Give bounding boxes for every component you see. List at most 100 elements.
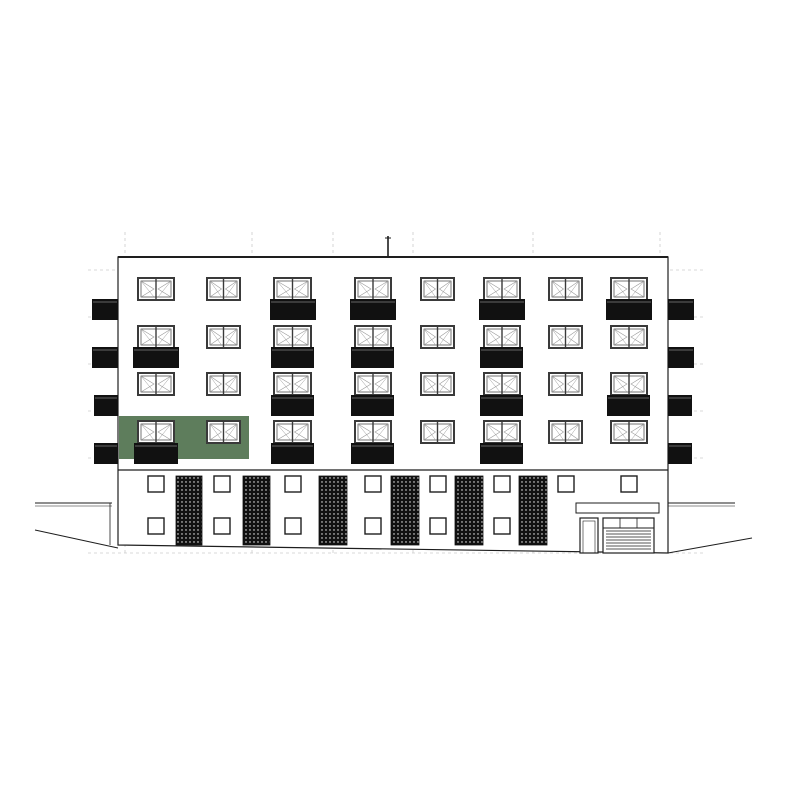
ground-window bbox=[364, 517, 382, 535]
balcony bbox=[134, 443, 178, 464]
ground-window bbox=[284, 517, 302, 535]
window bbox=[206, 325, 241, 349]
window-opening-hatch bbox=[613, 328, 628, 346]
window-opening-hatch bbox=[157, 375, 172, 393]
balcony bbox=[350, 299, 396, 320]
window-opening-hatch bbox=[224, 328, 238, 346]
window-opening-hatch bbox=[486, 375, 501, 393]
window-opening-hatch bbox=[140, 423, 155, 441]
window-opening-hatch bbox=[224, 375, 238, 393]
window-opening-hatch bbox=[503, 280, 518, 298]
window-opening-hatch bbox=[294, 375, 309, 393]
window bbox=[273, 325, 312, 349]
ground-window bbox=[213, 475, 231, 493]
window-opening-hatch bbox=[225, 423, 238, 441]
window-opening-hatch bbox=[157, 423, 172, 441]
window-opening-hatch bbox=[374, 375, 389, 393]
side-balcony-panel bbox=[92, 299, 118, 320]
balconies-layer bbox=[92, 299, 694, 464]
window bbox=[354, 277, 392, 301]
window-opening-hatch bbox=[357, 280, 372, 298]
window-opening-hatch bbox=[224, 280, 238, 298]
window-opening-hatch bbox=[439, 423, 452, 441]
perforated-panel bbox=[242, 475, 271, 546]
garage-canopy bbox=[575, 502, 660, 514]
window-opening-hatch bbox=[438, 375, 452, 393]
ground-window bbox=[429, 475, 447, 493]
window-opening-hatch bbox=[140, 328, 155, 346]
ground-window bbox=[364, 475, 382, 493]
window-opening-hatch bbox=[567, 280, 580, 298]
window bbox=[483, 277, 521, 301]
window-opening-hatch bbox=[276, 328, 292, 346]
entrance-door-leaf bbox=[582, 520, 596, 554]
balcony-panel bbox=[607, 395, 650, 416]
side-balcony bbox=[668, 395, 692, 416]
balcony-panel bbox=[350, 299, 396, 320]
side-balcony-panel bbox=[668, 395, 692, 416]
window bbox=[273, 372, 312, 396]
side-balcony-panel bbox=[92, 347, 118, 368]
window-opening-hatch bbox=[276, 423, 292, 441]
window-opening-hatch bbox=[613, 375, 628, 393]
window-opening-hatch bbox=[551, 423, 565, 441]
window-opening-hatch bbox=[630, 280, 645, 298]
window-opening-hatch bbox=[157, 280, 172, 298]
window-opening-hatch bbox=[613, 423, 628, 441]
ground-window bbox=[429, 517, 447, 535]
window-opening-hatch bbox=[225, 375, 238, 393]
window-opening-hatch bbox=[357, 375, 372, 393]
window-opening-hatch bbox=[503, 375, 518, 393]
window-opening-hatch bbox=[423, 423, 437, 441]
perforated-panel bbox=[318, 475, 348, 546]
balcony-panel bbox=[270, 299, 316, 320]
window-opening-hatch bbox=[567, 375, 580, 393]
perforated-panel bbox=[454, 475, 484, 546]
window-opening-hatch bbox=[423, 375, 437, 393]
window-opening-hatch bbox=[630, 375, 645, 393]
garage-door bbox=[602, 517, 655, 554]
perforated-panel bbox=[390, 475, 420, 546]
window bbox=[354, 372, 392, 396]
side-balcony bbox=[668, 299, 694, 320]
window-opening-hatch bbox=[140, 328, 155, 346]
window bbox=[206, 420, 241, 444]
window-opening-hatch bbox=[209, 423, 222, 441]
balcony bbox=[133, 347, 179, 368]
balcony-panel bbox=[479, 299, 525, 320]
window bbox=[548, 372, 583, 396]
balcony bbox=[351, 347, 394, 368]
window-opening-hatch bbox=[551, 375, 565, 393]
window-opening-hatch bbox=[613, 375, 628, 393]
window-opening-hatch bbox=[157, 328, 172, 346]
window-opening-hatch bbox=[276, 280, 291, 298]
window-opening-hatch bbox=[293, 328, 309, 346]
window-opening-hatch bbox=[630, 423, 645, 441]
balcony-panel bbox=[134, 443, 178, 464]
balcony-panel bbox=[271, 347, 314, 368]
side-balcony-panel bbox=[94, 443, 118, 464]
window-opening-hatch bbox=[209, 328, 223, 346]
window bbox=[610, 325, 648, 349]
window-opening-hatch bbox=[438, 328, 452, 346]
window-opening-hatch bbox=[630, 328, 645, 346]
balcony-panel bbox=[480, 443, 523, 464]
window-opening-hatch bbox=[439, 280, 452, 298]
window bbox=[483, 420, 521, 444]
window-opening-hatch bbox=[294, 423, 309, 441]
window bbox=[354, 420, 392, 444]
window-opening-hatch bbox=[276, 328, 291, 346]
window bbox=[206, 372, 241, 396]
window-opening-hatch bbox=[439, 375, 452, 393]
window-opening-hatch bbox=[357, 423, 372, 441]
balcony bbox=[351, 395, 394, 416]
window-opening-hatch bbox=[225, 280, 238, 298]
balcony-panel bbox=[480, 395, 523, 416]
window-opening-hatch bbox=[438, 280, 452, 298]
window-opening-hatch bbox=[486, 423, 501, 441]
window-opening-hatch bbox=[613, 280, 628, 298]
window-opening-hatch bbox=[551, 328, 564, 346]
balcony bbox=[271, 347, 314, 368]
window-opening-hatch bbox=[566, 328, 580, 346]
